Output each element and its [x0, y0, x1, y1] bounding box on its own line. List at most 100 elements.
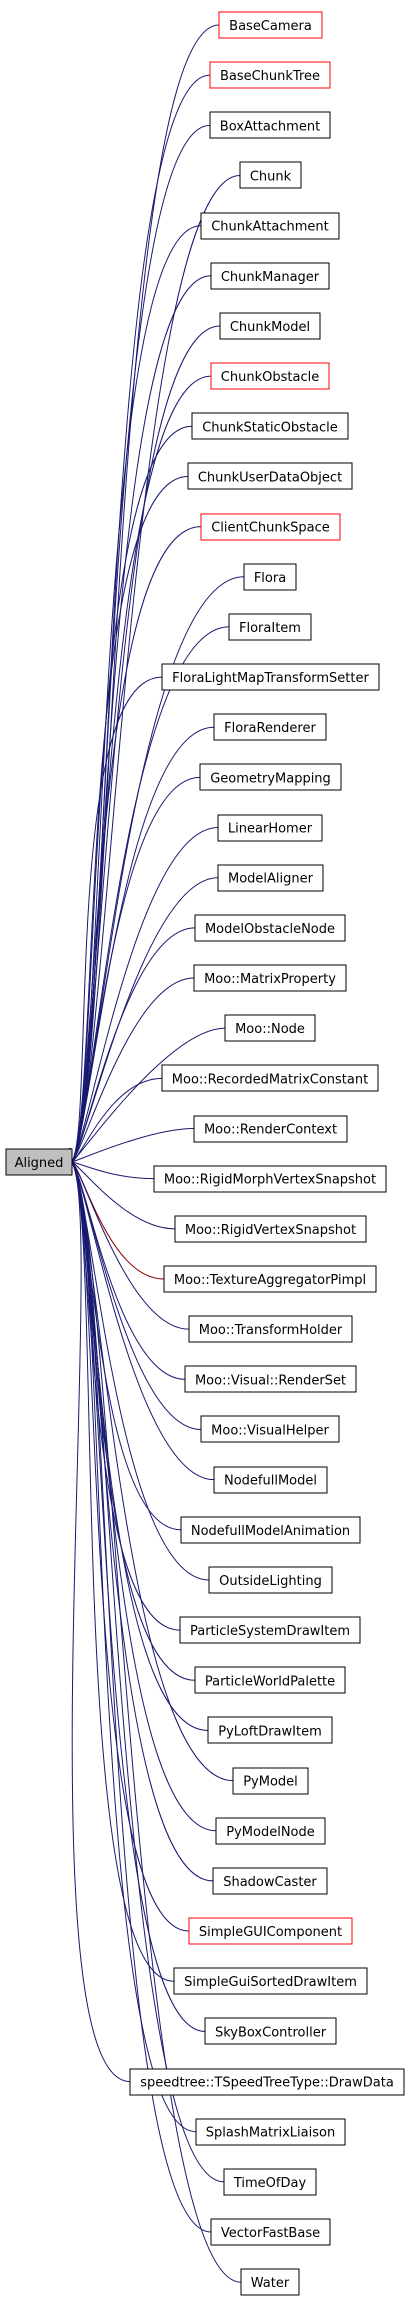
class-node-label: PyModelNode: [226, 1825, 315, 1840]
class-node[interactable]: ModelAligner: [217, 864, 324, 892]
class-node-box: [228, 613, 312, 641]
class-node[interactable]: VectorFastBase: [210, 2218, 331, 2246]
class-node-label: SimpleGUIComponent: [199, 1925, 342, 1940]
class-node-label: Chunk: [250, 169, 292, 184]
class-node-box: [200, 212, 340, 240]
root-node[interactable]: Aligned: [5, 1148, 73, 1176]
class-node[interactable]: TimeOfDay: [223, 2168, 317, 2196]
class-node-label: LinearHomer: [228, 822, 313, 837]
class-node-label: ChunkObstacle: [221, 370, 319, 385]
class-node[interactable]: FloraItem: [228, 613, 312, 641]
class-node[interactable]: BaseChunkTree: [209, 61, 331, 89]
class-node-box: [224, 1014, 316, 1042]
class-node[interactable]: ChunkStaticObstacle: [191, 412, 349, 440]
class-node-label: ShadowCaster: [223, 1875, 317, 1890]
class-node[interactable]: ParticleWorldPalette: [194, 1666, 346, 1694]
class-node[interactable]: OutsideLighting: [208, 1566, 333, 1594]
class-node-label: SkyBoxController: [215, 2025, 327, 2040]
class-node[interactable]: Water: [240, 2268, 300, 2296]
class-node[interactable]: PyModel: [232, 1767, 309, 1795]
inheritance-edge: [72, 1162, 176, 1230]
class-node-label: ChunkStaticObstacle: [202, 420, 338, 435]
class-node-label: Moo::RigidVertexSnapshot: [185, 1223, 356, 1238]
class-node[interactable]: BoxAttachment: [209, 111, 331, 139]
class-node[interactable]: Moo::TransformHolder: [188, 1315, 353, 1343]
class-node[interactable]: PyModelNode: [215, 1817, 326, 1845]
inheritance-edge: [72, 1162, 209, 1731]
class-node[interactable]: Moo::RigidVertexSnapshot: [174, 1215, 367, 1243]
inheritance-edge: [72, 325, 221, 1162]
nodes: BaseCameraBaseChunkTreeBoxAttachmentChun…: [129, 11, 405, 2296]
class-node-label: ParticleWorldPalette: [205, 1674, 335, 1689]
class-node[interactable]: ClientChunkSpace: [200, 513, 341, 541]
class-node[interactable]: Moo::RenderContext: [193, 1115, 348, 1143]
inheritance-edge: [72, 1162, 155, 1180]
class-node-label: TimeOfDay: [233, 2176, 307, 2191]
class-node[interactable]: SimpleGUIComponent: [188, 1917, 353, 1945]
class-node[interactable]: ChunkUserDataObject: [187, 462, 353, 490]
class-node-box: [194, 914, 346, 942]
class-node-label: Moo::RigidMorphVertexSnapshot: [164, 1173, 376, 1188]
class-node[interactable]: NodefullModel: [213, 1466, 328, 1494]
class-node[interactable]: ShadowCaster: [212, 1867, 328, 1895]
class-node[interactable]: ChunkManager: [210, 262, 330, 290]
inheritance-edge: [72, 375, 212, 1162]
class-node-label: Moo::TransformHolder: [199, 1323, 343, 1338]
class-node-box: [180, 1516, 361, 1544]
inheritance-edge: [72, 1162, 131, 2083]
class-node[interactable]: NodefullModelAnimation: [180, 1516, 361, 1544]
class-node-label: SplashMatrixLiaison: [206, 2126, 335, 2141]
inheritance-edge: [72, 275, 212, 1162]
class-node-box: [200, 1415, 340, 1443]
class-node-box: [240, 2268, 300, 2296]
class-node-label: BaseCamera: [229, 19, 312, 34]
class-node[interactable]: SplashMatrixLiaison: [195, 2118, 346, 2146]
class-node-label: FloraItem: [239, 621, 301, 636]
class-node-box: [209, 61, 331, 89]
class-node[interactable]: Moo::RigidMorphVertexSnapshot: [153, 1165, 387, 1193]
class-node-label: BoxAttachment: [220, 119, 320, 134]
class-node[interactable]: ModelObstacleNode: [194, 914, 346, 942]
class-node[interactable]: Moo::Node: [224, 1014, 316, 1042]
class-node[interactable]: SkyBoxController: [204, 2017, 337, 2045]
class-node-label: BaseChunkTree: [220, 69, 320, 84]
class-node[interactable]: ChunkAttachment: [200, 212, 340, 240]
root-node-label: Aligned: [15, 1156, 64, 1171]
class-node-label: NodefullModelAnimation: [191, 1524, 350, 1539]
class-node[interactable]: GeometryMapping: [199, 763, 342, 791]
class-node[interactable]: LinearHomer: [217, 814, 323, 842]
class-node[interactable]: FloraLightMapTransformSetter: [161, 663, 380, 691]
class-node-box: [191, 412, 349, 440]
class-node[interactable]: speedtree::TSpeedTreeType::DrawData: [129, 2068, 405, 2096]
inheritance-edge: [72, 827, 219, 1162]
class-node[interactable]: Moo::VisualHelper: [200, 1415, 340, 1443]
class-node[interactable]: Moo::MatrixProperty: [193, 964, 347, 992]
class-node[interactable]: ParticleSystemDrawItem: [179, 1616, 361, 1644]
inheritance-edge: [72, 1162, 212, 2233]
inheritance-edge: [72, 726, 215, 1162]
class-node-label: ChunkManager: [221, 270, 320, 285]
class-node-label: ParticleSystemDrawItem: [190, 1624, 350, 1639]
inheritance-edge: [72, 1162, 242, 2283]
class-node[interactable]: Moo::TextureAggregatorPimpl: [163, 1265, 377, 1293]
inheritance-edge: [72, 1162, 215, 1481]
class-node[interactable]: Chunk: [239, 161, 302, 189]
class-node[interactable]: SimpleGuiSortedDrawItem: [173, 1967, 368, 1995]
class-node-label: NodefullModel: [224, 1474, 317, 1489]
class-node-label: FloraRenderer: [224, 721, 316, 736]
class-node[interactable]: ChunkObstacle: [210, 362, 330, 390]
class-node-box: [217, 814, 323, 842]
class-node-label: ClientChunkSpace: [211, 521, 330, 536]
class-node[interactable]: PyLoftDrawItem: [207, 1716, 333, 1744]
class-node-box: [200, 513, 341, 541]
class-node[interactable]: Moo::Visual::RenderSet: [184, 1365, 357, 1393]
class-node-box: [207, 1716, 333, 1744]
inheritance-edge: [72, 1077, 163, 1162]
class-node[interactable]: ChunkModel: [219, 312, 321, 340]
class-node[interactable]: FloraRenderer: [213, 713, 327, 741]
class-node[interactable]: Flora: [243, 563, 297, 591]
class-node[interactable]: Moo::RecordedMatrixConstant: [161, 1064, 379, 1092]
class-node[interactable]: BaseCamera: [218, 11, 323, 39]
class-node-box: [174, 1215, 367, 1243]
